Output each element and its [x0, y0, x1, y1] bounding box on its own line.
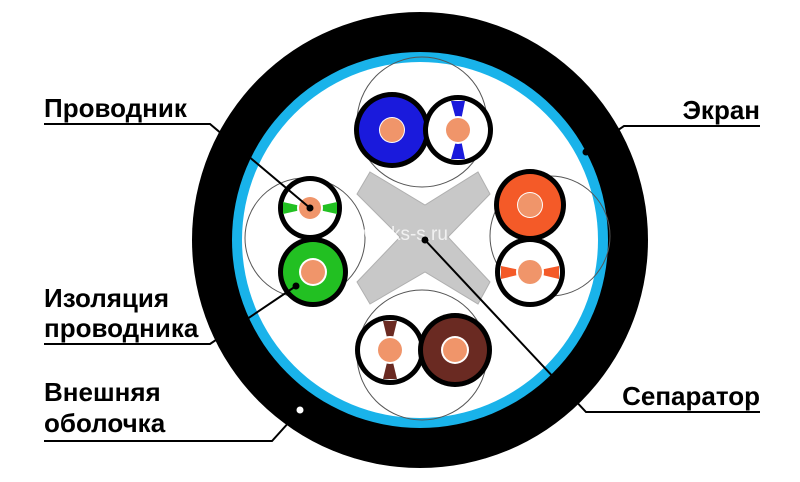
dot-conductor [306, 204, 314, 212]
wire-orange-solid [494, 169, 566, 241]
dot-insulation [292, 282, 300, 290]
label-insulation-line2: проводника [44, 313, 199, 343]
label-jacket-line1: Внешняя [44, 377, 161, 407]
leader-insulation [44, 285, 297, 345]
label-conductor: Проводник [44, 93, 187, 123]
label-jacket-line2: оболочка [44, 408, 166, 438]
wire-brown-striped [355, 315, 425, 385]
wire-brown-solid [418, 313, 492, 387]
dot-jacket [296, 406, 304, 414]
label-insulation-line1: Изоляция [44, 283, 170, 313]
wire-blue-solid [354, 92, 430, 168]
wire-orange-striped [495, 237, 565, 307]
watermark: www.sks-s.ru [335, 224, 448, 245]
leader-conductor [44, 123, 311, 209]
leader-separator [424, 239, 760, 413]
leader-jacket [44, 409, 301, 442]
wire-green-solid [278, 237, 348, 307]
label-separator: Сепаратор [622, 381, 760, 411]
dot-screen [582, 148, 590, 156]
label-screen: Экран [682, 95, 760, 125]
wire-blue-striped [423, 95, 493, 165]
dot-separator [421, 236, 429, 244]
leader-screen [585, 125, 760, 153]
